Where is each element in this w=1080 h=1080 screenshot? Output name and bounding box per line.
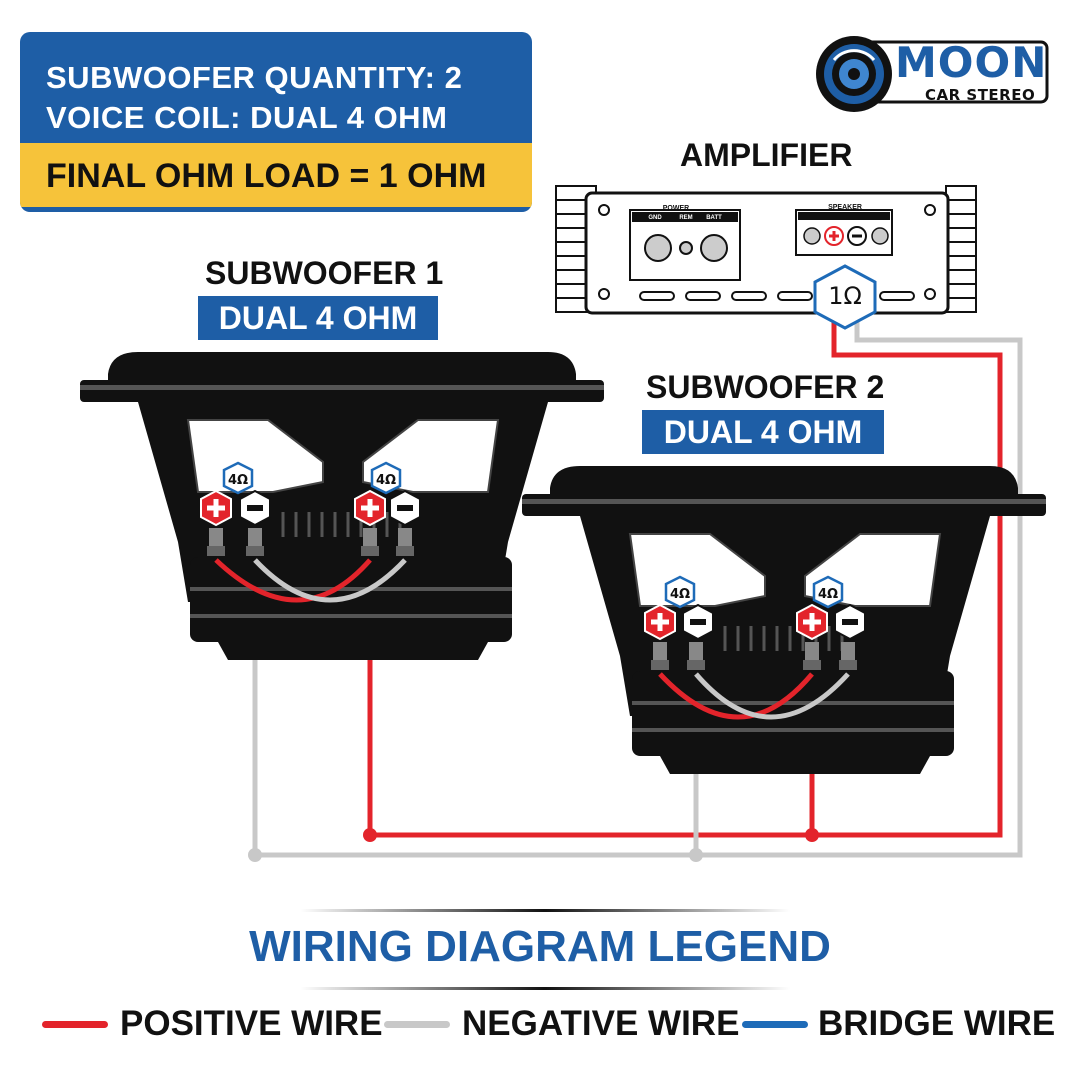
sub1-coil2-positive-terminal	[354, 490, 386, 526]
final-load-badge	[813, 264, 877, 330]
sub1-coil1-negative-terminal	[239, 490, 271, 526]
brand-subtitle: CAR STEREO	[925, 86, 1036, 104]
subwoofer-1-title: SUBWOOFER 1	[205, 255, 444, 291]
bridge-wire-label: BRIDGE WIRE	[818, 1004, 1056, 1043]
legend-title: WIRING DIAGRAM LEGEND	[249, 922, 831, 971]
batt-label: BATT	[706, 215, 722, 221]
wire-junctions	[248, 828, 819, 862]
speaker-label: SPEAKER	[828, 204, 862, 211]
subwoofer-2-spec: DUAL 4 OHM	[642, 410, 884, 454]
brand-logo	[816, 36, 1049, 112]
final-load-badge-text: 1Ω	[828, 282, 862, 310]
info-panel: SUBWOOFER QUANTITY: 2 VOICE COIL: DUAL 4…	[20, 32, 532, 212]
sub1-coil1-positive-terminal	[200, 490, 232, 526]
final-ohm-load-text: FINAL OHM LOAD = 1 OHM	[46, 157, 487, 195]
subwoofer-quantity-text: SUBWOOFER QUANTITY: 2	[46, 60, 463, 95]
sub2-coil2-negative-terminal	[834, 604, 866, 640]
wiring-diagram: POWER GND REM BATT SPEAKER 1Ω 4Ω 4Ω 4Ω 4…	[78, 185, 1048, 862]
final-load-highlight: FINAL OHM LOAD = 1 OHM	[20, 143, 532, 207]
sub2-coil1-positive-terminal	[644, 604, 676, 640]
positive-wire-label: POSITIVE WIRE	[120, 1004, 383, 1043]
bridge-wire-swatch	[742, 1021, 808, 1028]
sub1-coil2-negative-terminal	[389, 490, 421, 526]
legend-dividers	[300, 909, 790, 990]
positive-wire-swatch	[42, 1021, 108, 1028]
amplifier-title: AMPLIFIER	[680, 137, 853, 173]
negative-wire-label: NEGATIVE WIRE	[462, 1004, 740, 1043]
sub1-coil2-badge-text: 4Ω	[376, 473, 396, 488]
subwoofer-2-graphic	[520, 464, 1048, 776]
power-label: POWER	[663, 205, 689, 212]
gnd-label: GND	[648, 215, 662, 221]
subwoofer-1-spec: DUAL 4 OHM	[198, 296, 438, 340]
sub2-coil2-badge-text: 4Ω	[818, 587, 838, 602]
sub2-coil1-badge-text: 4Ω	[670, 587, 690, 602]
rem-label: REM	[679, 215, 692, 221]
subwoofer-1-graphic	[78, 350, 606, 662]
amplifier-unit	[555, 185, 977, 315]
voice-coil-text: VOICE COIL: DUAL 4 OHM	[46, 100, 448, 135]
brand-name: MOON	[895, 38, 1048, 87]
subwoofer-2-title: SUBWOOFER 2	[646, 369, 885, 405]
sub2-coil2-positive-terminal	[796, 604, 828, 640]
sub1-coil1-badge-text: 4Ω	[228, 473, 248, 488]
sub2-coil1-negative-terminal	[682, 604, 714, 640]
negative-wire-swatch	[384, 1021, 450, 1028]
